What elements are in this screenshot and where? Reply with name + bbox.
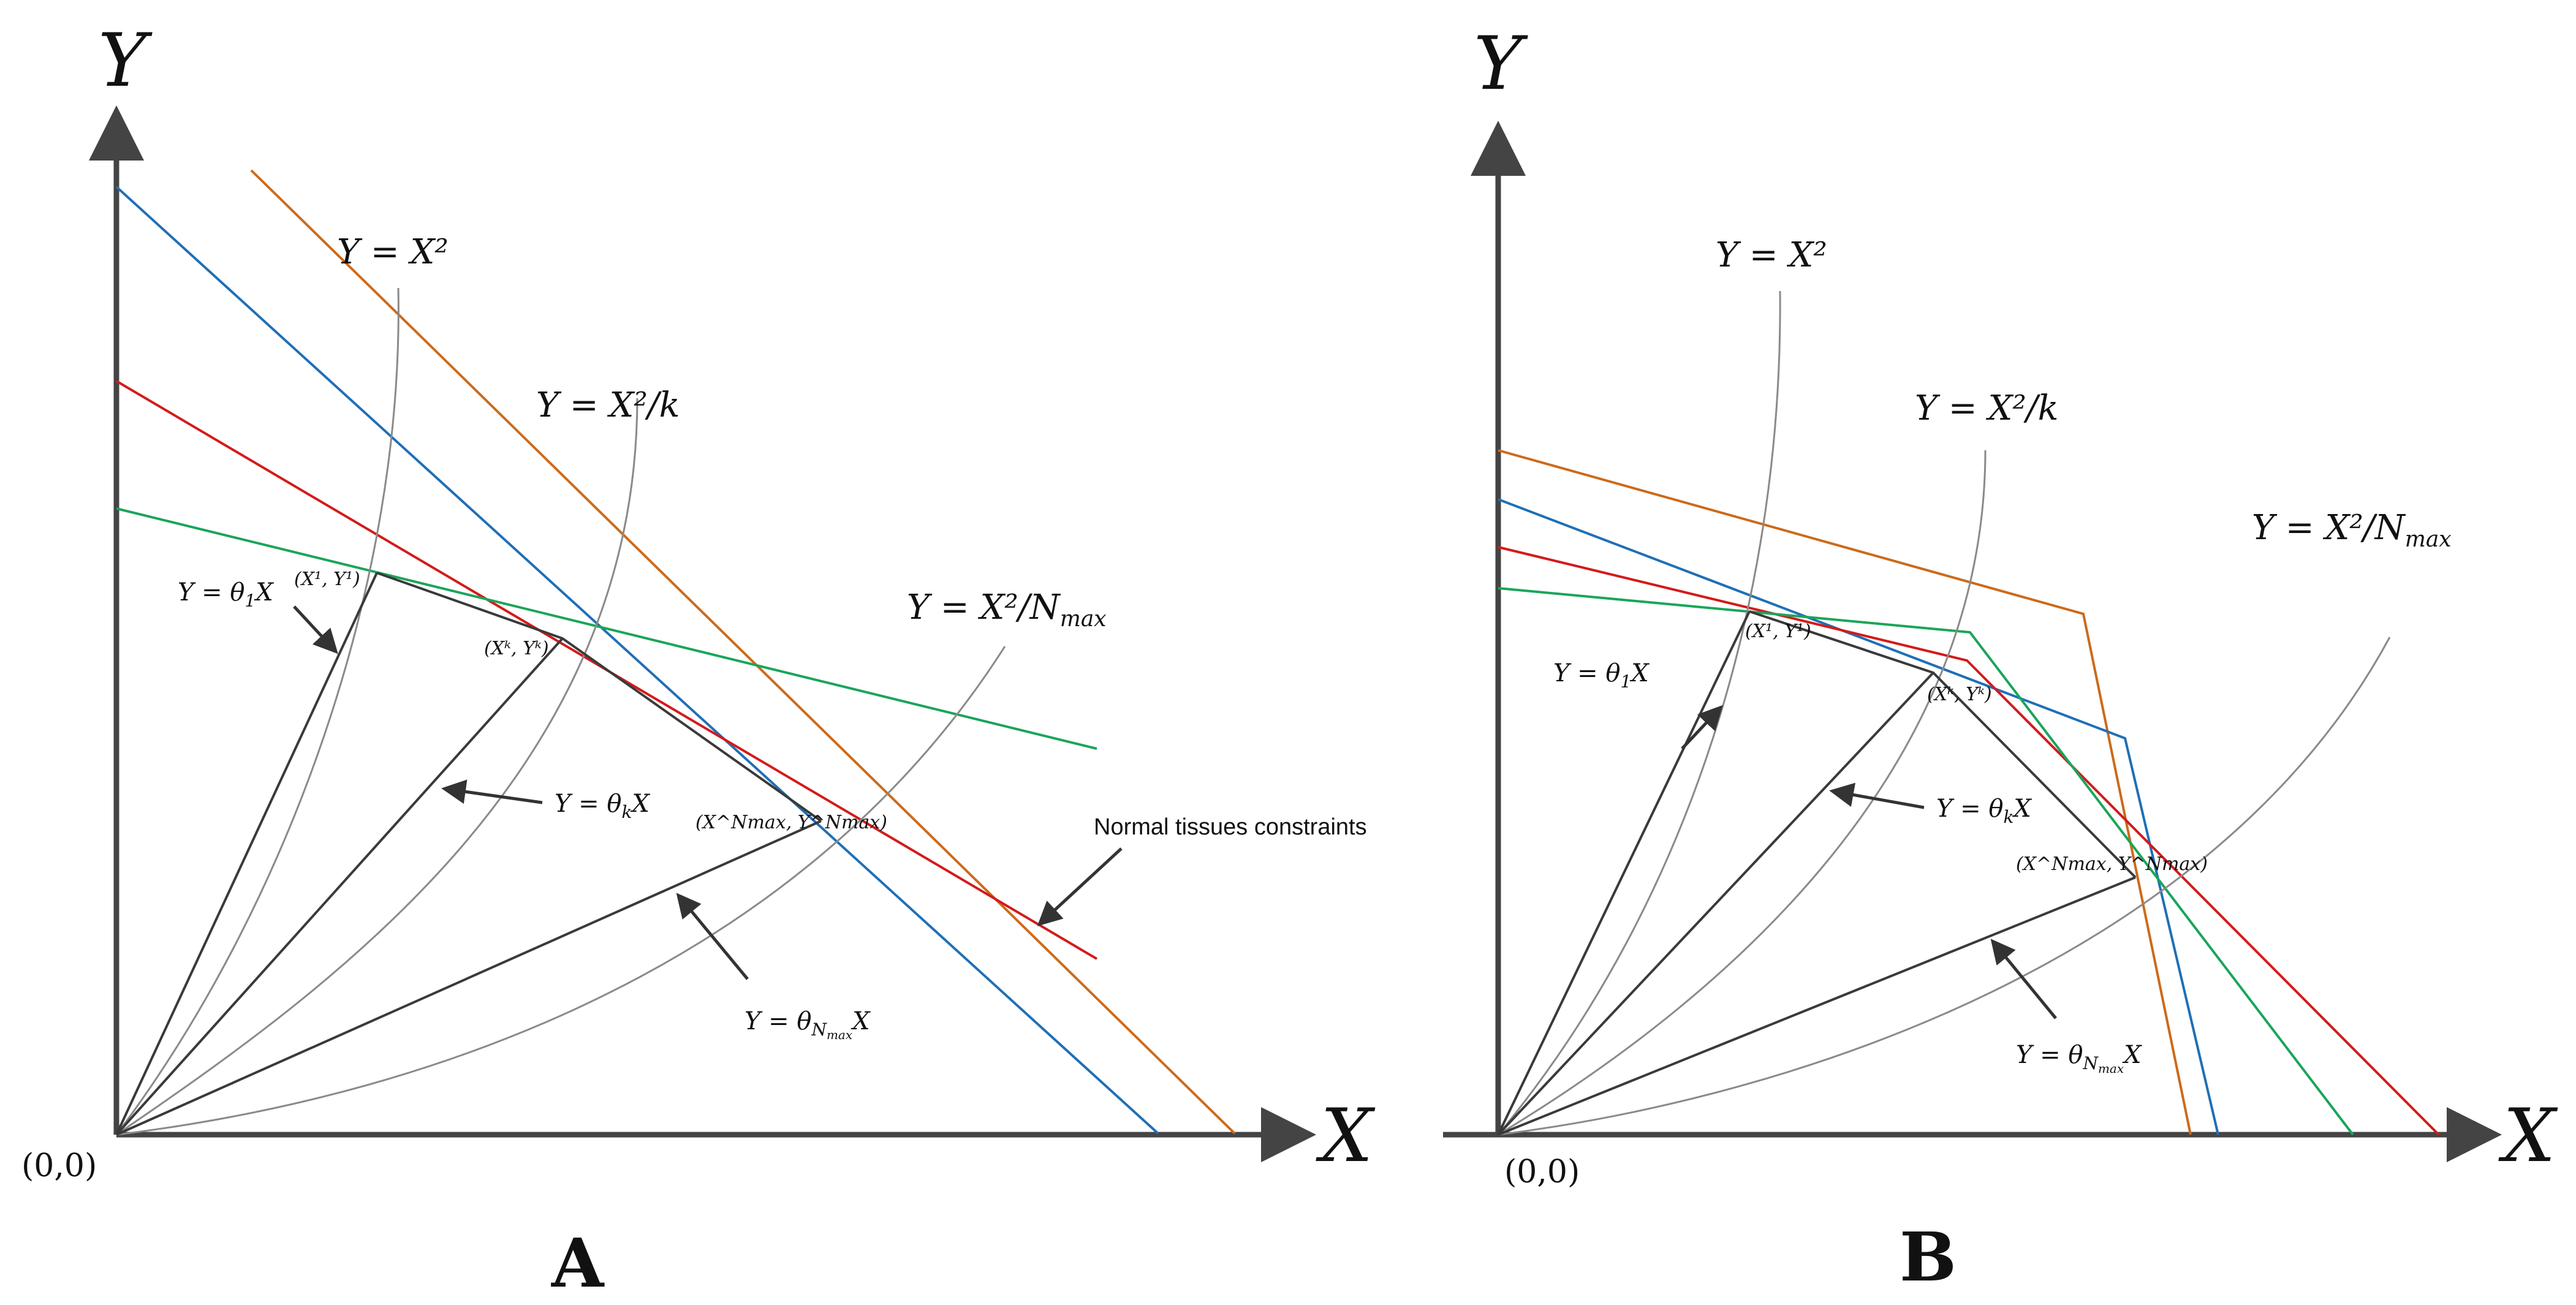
panel-a-curve-x2 [115,287,400,1135]
panel-b-label-ray-theta-1: Y = θ1X [1553,659,1650,692]
panel-a-ray-theta-k [115,637,564,1136]
panel-a-orange-constraint [250,169,1236,1135]
panel-a-label-curve-x2: Y = X² [337,232,449,272]
panel-a-curve-x2-nmax [116,646,1006,1136]
panel-b-ray-theta-k [1497,671,1934,1136]
panel-a-point-1: (X¹, Y¹) [294,569,360,590]
panel-b-orange-constraint [1498,449,2192,1135]
panel-b-label-curve-x2-nmax: Y = X²/Nmax [2252,508,2452,552]
panel-a: Y X (0,0) Y = X² Y = X²/k Y = X²/Nmax Y … [21,18,1376,1303]
panel-b-origin-label: (0,0) [1504,1154,1580,1190]
panel-a-frontier [376,572,822,822]
panel-b-x-axis-label: X [2498,1094,2558,1179]
panel-b-pointer-theta-1 [1681,705,1723,750]
panel-b-label-ray-theta-k: Y = θkX [1936,795,2032,827]
panel-a-point-k: (Xᵏ, Yᵏ) [484,638,549,659]
panel-b-frontier [1749,610,2137,879]
panel-b-point-nmax: (X^Nmax, Y^Nmax) [2016,853,2208,875]
panel-a-y-axis-label: Y [98,18,153,104]
panel-b-letter: B [1900,1217,1957,1296]
panel-b-green-constraint [1498,587,2354,1136]
panel-b-label-curve-x2: Y = X² [1716,235,1827,275]
panel-b: Y X (0,0) Y = X² Y = X²/k Y = X²/Nmax Y … [1443,21,2558,1296]
panel-b-point-1: (X¹, Y¹) [1745,621,1811,642]
panel-b-y-axis-label: Y [1474,21,1528,107]
panel-a-pointer-theta-k [441,779,543,804]
panel-a-label-ray-theta-1: Y = θ1X [178,578,274,611]
panel-a-ray-theta-1 [115,572,378,1135]
panel-a-point-nmax: (X^Nmax, Y^Nmax) [695,812,887,833]
panel-b-label-ray-theta-nmax: Y = θNmaxX [2016,1041,2142,1076]
panel-a-curve-x2-k [116,398,638,1136]
panel-b-curve-x2-nmax [1498,637,2391,1136]
panel-a-label-ray-theta-k: Y = θkX [555,790,650,822]
panel-a-normal-tissues-note: Normal tissues constraints [1094,814,1367,840]
panel-b-ray-theta-1 [1497,611,1751,1135]
panel-b-label-curve-x2-k: Y = X²/k [1915,388,2059,428]
panel-a-pointer-theta-1 [293,605,338,654]
panel-b-pointer-theta-k [1829,782,1925,809]
panel-a-label-curve-x2-nmax: Y = X²/Nmax [907,588,1107,632]
panel-a-x-axis-label: X [1316,1094,1376,1179]
panel-b-point-k: (Xᵏ, Yᵏ) [1927,684,1992,705]
panel-b-curve-x2-k [1498,450,1987,1136]
panel-b-curve-x2 [1497,290,1781,1135]
panel-a-pointer-normal-tissues [1037,847,1123,926]
panel-a-pointer-theta-nmax [676,893,749,980]
panel-a-label-curve-x2-k: Y = X²/k [536,385,680,425]
panel-b-red-constraint [1498,546,2440,1136]
panel-a-ray-theta-nmax [116,820,822,1136]
panel-a-green-constraint [116,507,1097,750]
panel-a-origin-label: (0,0) [21,1148,97,1184]
panel-a-letter: A [551,1224,605,1302]
panel-a-label-ray-theta-nmax: Y = θNmaxX [744,1007,871,1042]
panel-b-ray-theta-nmax [1498,876,2136,1136]
panel-a-blue-constraint [115,186,1159,1135]
panel-b-pointer-theta-nmax [1990,939,2057,1019]
panel-b-blue-constraint [1498,498,2219,1135]
